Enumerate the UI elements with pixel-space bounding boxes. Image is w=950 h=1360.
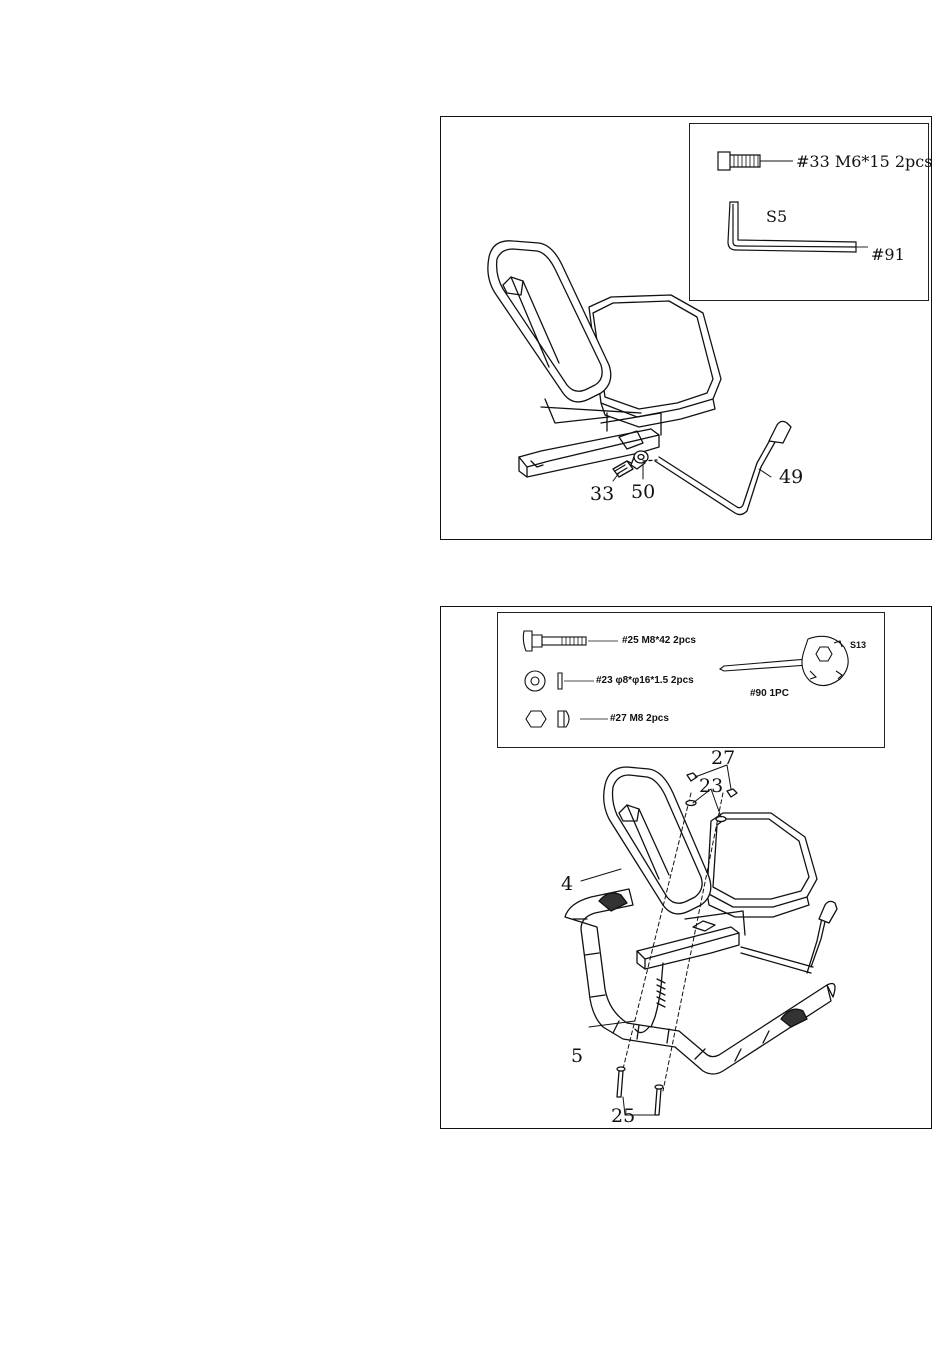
- step-1-diagram-panel: #33 M6*15 2pcs S5 #91 33 50 49: [440, 116, 932, 540]
- bolt-33: [613, 461, 633, 477]
- bolt-25-spec-label: #25 M8*42 2pcs: [622, 636, 696, 646]
- callout-27: 27: [711, 749, 735, 768]
- carriage-bolt-icon: [523, 631, 618, 651]
- callout-49: 49: [779, 468, 803, 487]
- seat-frame-rail: [637, 901, 837, 973]
- adjustment-lever-49: [643, 421, 791, 514]
- parts-icons-step-1: [690, 124, 930, 302]
- bolt-icon: [718, 152, 793, 170]
- callout-4: 4: [561, 875, 573, 894]
- hex-nut-icon: [526, 711, 608, 727]
- wrench-size-label: S5: [766, 209, 787, 225]
- callout-25: 25: [611, 1107, 635, 1126]
- seat-cushion: [707, 813, 817, 917]
- tool-90-spec-label: #90 1PC: [750, 689, 789, 699]
- parts-legend-step-2: #25 M8*42 2pcs #23 φ8*φ16*1.5 2pcs #90 1…: [497, 612, 885, 748]
- allen-wrench-icon: [728, 202, 868, 252]
- nut-27-spec-label: #27 M8 2pcs: [610, 714, 669, 724]
- tool-size-label: S13: [850, 641, 866, 650]
- callout-5: 5: [571, 1047, 583, 1066]
- spanner-tool-icon: [720, 636, 848, 685]
- callout-50: 50: [631, 483, 655, 502]
- wrench-91-label: #91: [871, 247, 905, 263]
- callout-33: 33: [590, 485, 614, 504]
- bolt-33-spec-label: #33 M6*15 2pcs: [796, 154, 932, 170]
- callout-23: 23: [699, 777, 723, 796]
- parts-legend-step-1: #33 M6*15 2pcs S5 #91: [689, 123, 929, 301]
- seat-cushion: [589, 295, 721, 427]
- tension-cable: [635, 963, 665, 1033]
- washer-icon: [525, 671, 594, 691]
- step-2-diagram-panel: #25 M8*42 2pcs #23 φ8*φ16*1.5 2pcs #90 1…: [440, 606, 932, 1129]
- washer-23-spec-label: #23 φ8*φ16*1.5 2pcs: [596, 676, 694, 686]
